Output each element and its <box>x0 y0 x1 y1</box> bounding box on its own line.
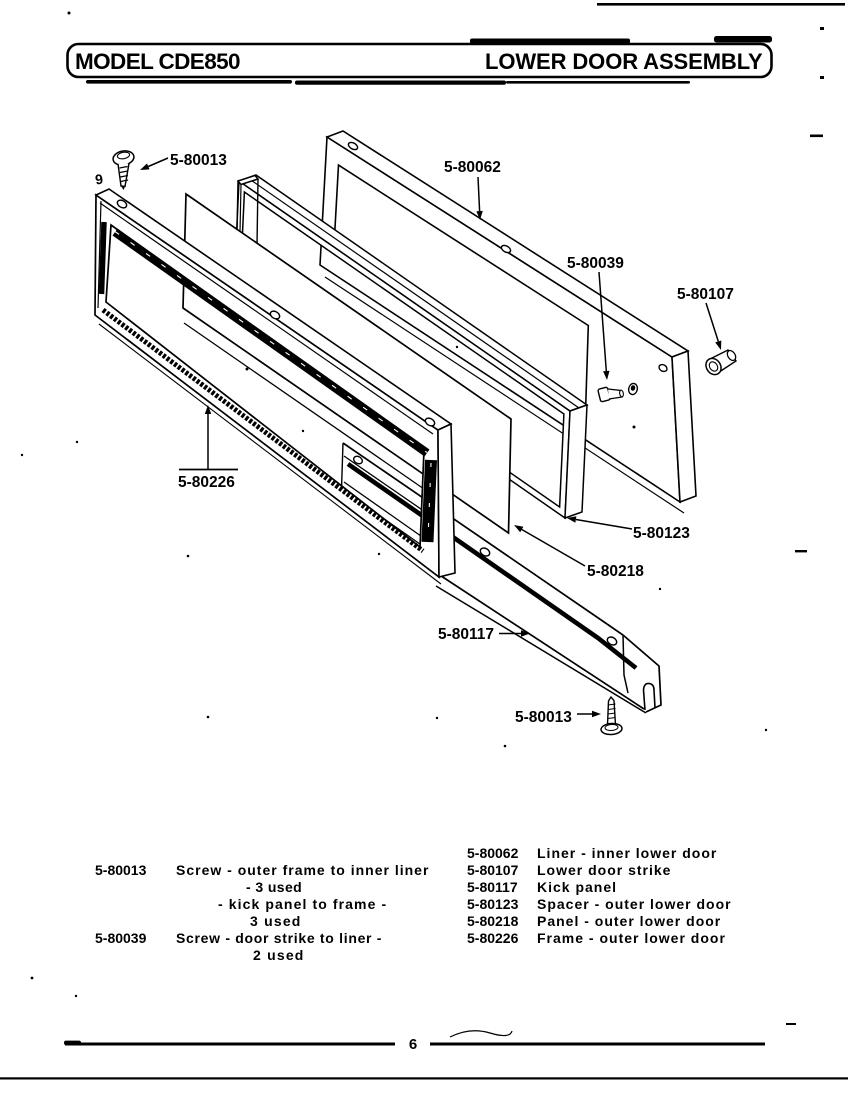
svg-text:2 used: 2 used <box>253 947 305 963</box>
svg-text:5-80039: 5-80039 <box>567 255 624 272</box>
svg-text:5-80062: 5-80062 <box>467 845 519 861</box>
svg-text:5-80107: 5-80107 <box>467 862 519 878</box>
svg-text:5-80107: 5-80107 <box>677 286 734 303</box>
svg-text:5-80218: 5-80218 <box>467 913 519 929</box>
svg-text:5-80013: 5-80013 <box>515 709 572 726</box>
svg-text:5-80226: 5-80226 <box>467 930 519 946</box>
svg-text:Kick panel: Kick panel <box>537 879 617 895</box>
svg-text:5-80226: 5-80226 <box>178 474 235 491</box>
svg-text:Screw - door strike to liner -: Screw - door strike to liner - <box>176 930 382 946</box>
svg-text:Panel - outer lower door: Panel - outer lower door <box>537 913 721 929</box>
svg-text:5-80013: 5-80013 <box>95 862 147 878</box>
svg-text:5-80117: 5-80117 <box>467 879 518 895</box>
svg-text:9: 9 <box>94 171 104 188</box>
svg-text:5-80218: 5-80218 <box>587 563 644 580</box>
svg-text:5-80013: 5-80013 <box>170 152 227 169</box>
svg-text:6: 6 <box>409 1036 417 1053</box>
svg-text:MODEL CDE850: MODEL CDE850 <box>75 49 240 74</box>
svg-text:- kick panel to frame -: - kick panel to frame - <box>218 896 387 912</box>
svg-text:5-80062: 5-80062 <box>444 159 501 176</box>
svg-text:3 used: 3 used <box>250 913 302 929</box>
svg-text:Lower door strike: Lower door strike <box>537 862 671 878</box>
svg-text:5-80117: 5-80117 <box>438 626 494 643</box>
svg-text:Screw - outer frame to inner: Screw - outer frame to inner liner <box>176 862 429 878</box>
svg-text:5-80123: 5-80123 <box>633 525 690 542</box>
svg-text:Spacer - outer lower door: Spacer - outer lower door <box>537 896 732 912</box>
svg-text:Liner - inner lower door: Liner - inner lower door <box>537 845 717 861</box>
svg-text:5-80039: 5-80039 <box>95 930 147 946</box>
svg-text:5-80123: 5-80123 <box>467 896 519 912</box>
svg-text:LOWER DOOR ASSEMBLY: LOWER DOOR ASSEMBLY <box>485 49 763 74</box>
svg-text:- 3 used: - 3 used <box>246 879 302 895</box>
svg-text:Frame - outer lower door: Frame - outer lower door <box>537 930 726 946</box>
